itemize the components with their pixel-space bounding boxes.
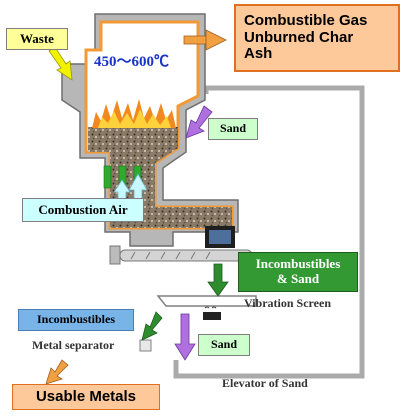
metal-separator-label: Metal separator (32, 338, 115, 352)
incombustibles-sand-label: Incombustibles & Sand (238, 252, 358, 292)
usable-metals-label: Usable Metals (12, 384, 160, 410)
waste-label: Waste (6, 28, 68, 50)
arrow-products (183, 29, 227, 51)
sand-in-label: Sand (208, 118, 258, 140)
arrow-sand-out (174, 313, 196, 361)
sand-out-label: Sand (198, 334, 250, 356)
elevator-label: Elevator of Sand (222, 376, 308, 390)
sand-elevator-frame (173, 85, 365, 379)
arrow-incombustibles-sand (207, 263, 229, 297)
arrow-sand-in (185, 105, 213, 139)
combustion-air-label: Combustion Air (22, 198, 144, 222)
arrow-incombustibles (141, 311, 163, 341)
metal-separator (139, 339, 152, 352)
flames (92, 99, 176, 128)
arrow-usable-metals (45, 359, 69, 385)
incombustibles-label: Incombustibles (18, 309, 134, 331)
temperature-label: 450〜600℃ (94, 54, 170, 70)
vibration-screen (156, 295, 257, 320)
vibration-screen-label: Vibration Screen (244, 296, 331, 310)
products-label: Combustible Gas Unburned Char Ash (234, 4, 400, 72)
screw-conveyor (109, 226, 253, 265)
arrow-waste (48, 46, 73, 81)
